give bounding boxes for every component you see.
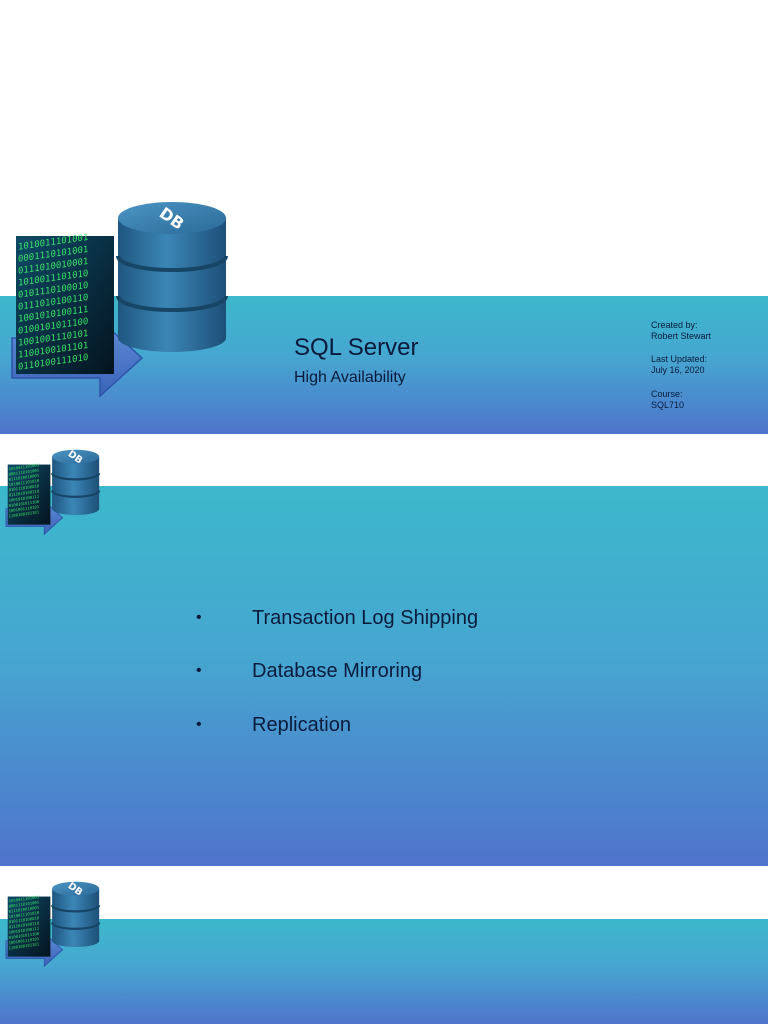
course-label: Course: [651,389,683,399]
course-value: SQL710 [651,400,685,410]
database-icon: DB [51,449,101,516]
bullet-marker: • [196,716,202,733]
db-logo-small: 1010011101001 0001110101001 011101001000… [5,881,101,968]
binary-data-icon: 1010011101001 0001110101001 011101001000… [7,894,51,957]
db-logo-small: 1010011101001 0001110101001 011101001000… [5,449,101,536]
slide-subtitle-text: High Availability [294,369,406,386]
bullet-text: Replication [252,713,351,736]
content-band [0,486,768,866]
bullet-text: Database Mirroring [252,659,423,682]
svg-text:1010011101001 000111: 1010011101001 0001110101001 011101001000… [9,462,42,519]
bullet-text: Transaction Log Shipping [252,606,479,629]
partial-band [0,919,768,1024]
slide-partial: 1010011101001 0001110101001 011101001000… [0,866,768,1024]
updated-label: Last Updated: [651,354,708,364]
slide-content: 1010011101001 0001110101001 011101001000… [0,434,768,866]
slide-title-text: SQL Server [294,334,419,361]
bullet-marker: • [196,662,202,679]
binary-data-icon: 1010011101001 0001110101001 011101001000… [16,232,114,374]
bullet-item: • Replication [196,710,351,740]
slide-title: 1010011101001 0001110101001 011101001000… [0,0,768,434]
bullet-item: • Database Mirroring [196,656,422,686]
created-label: Created by: [651,320,698,330]
binary-data-icon: 1010011101001 0001110101001 011101001000… [7,462,51,525]
created-value: Robert Stewart [651,331,712,341]
updated-value: July 16, 2020 [651,365,705,375]
bullet-marker: • [196,609,202,626]
db-logo: 1010011101001 0001110101001 011101001000… [11,202,228,398]
binary-text: 1010011101001 0001110101001 011101001000… [18,232,94,373]
database-icon: DB [116,202,228,352]
svg-text:1010011101001 000111: 1010011101001 0001110101001 011101001000… [9,894,42,951]
database-icon: DB [51,881,101,948]
bullet-item: • Transaction Log Shipping [196,603,478,633]
